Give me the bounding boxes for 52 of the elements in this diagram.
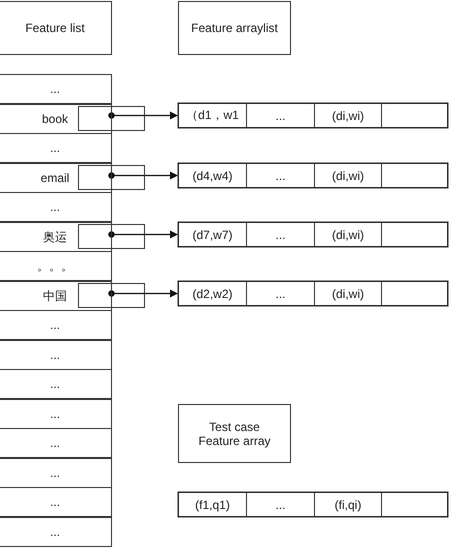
pointer-box (78, 283, 145, 308)
list-cell: ... (0, 517, 112, 547)
pointer-arrow (108, 230, 178, 238)
array-cell: ... (246, 222, 315, 247)
list-cell: ... (0, 487, 112, 517)
header-box: Test case Feature array (178, 404, 291, 463)
list-cell: 奥运 (0, 222, 112, 252)
array-cell: ... (246, 492, 315, 517)
list-cell: ... (0, 74, 112, 104)
array-row (178, 492, 448, 517)
list-cell: ... (0, 310, 112, 340)
header-box: Feature arraylist (178, 1, 291, 55)
array-cell: (d4,w4) (178, 163, 247, 188)
list-cell: ... (0, 399, 112, 429)
array-cell: ... (246, 163, 315, 188)
array-row (178, 222, 448, 247)
list-cell: ... (0, 192, 112, 222)
pointer-arrow (108, 172, 178, 180)
array-cell: (d2,w2) (178, 281, 247, 306)
pointer-box (78, 106, 145, 131)
array-cell (381, 103, 448, 128)
pointer-arrow (108, 290, 178, 298)
list-cell: ... (0, 340, 112, 370)
pointer-box (78, 224, 145, 249)
array-cell: (d7,w7) (178, 222, 247, 247)
array-cell: (di,wi) (314, 103, 382, 128)
array-cell: (fi,qi) (314, 492, 382, 517)
pointer-box (78, 165, 145, 190)
array-cell (381, 281, 448, 306)
array-row (178, 103, 448, 128)
array-cell: ... (246, 103, 315, 128)
list-cell: ... (0, 428, 112, 458)
pointer-arrow (108, 112, 178, 120)
array-row (178, 163, 448, 188)
array-cell: (di,wi) (314, 163, 382, 188)
list-cell: email (0, 163, 112, 193)
array-row (178, 281, 448, 306)
array-cell: (f1,q1) (178, 492, 247, 517)
array-cell: ... (246, 281, 315, 306)
array-cell (381, 163, 448, 188)
list-cell: ... (0, 133, 112, 163)
list-cell: 。。。 (0, 251, 112, 281)
list-cell: book (0, 104, 112, 134)
list-cell: 中国 (0, 281, 112, 311)
list-cell: ... (0, 458, 112, 488)
array-cell: (di,wi) (314, 222, 382, 247)
array-cell (381, 492, 448, 517)
array-cell: （d1，w1 (178, 103, 247, 128)
list-cell: ... (0, 369, 112, 399)
array-cell (381, 222, 448, 247)
array-cell: (di,wi) (314, 281, 382, 306)
header-box: Feature list (0, 1, 112, 55)
